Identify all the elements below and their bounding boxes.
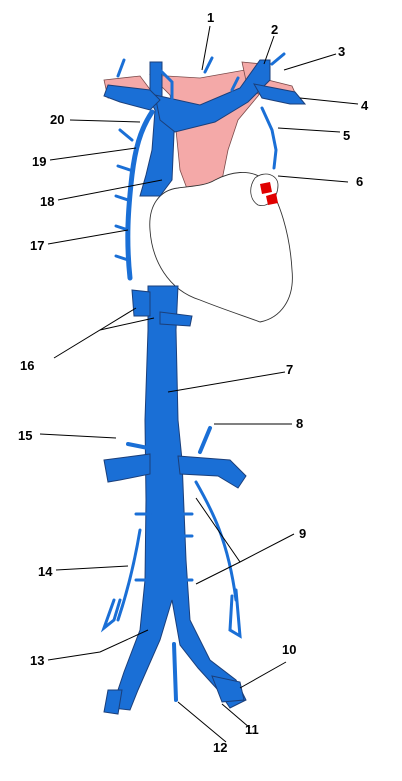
leader-lines: [39, 25, 359, 743]
label-1: 1: [207, 10, 214, 25]
label-18: 18: [40, 194, 54, 209]
label-4: 4: [361, 98, 369, 113]
label-6: 6: [356, 174, 363, 189]
label-16: 16: [20, 358, 34, 373]
label-14: 14: [38, 564, 53, 579]
pulmonary-veins-red: [260, 182, 278, 205]
azygos-and-tributaries: [100, 52, 286, 702]
venae-cavae: [103, 59, 307, 715]
label-8: 8: [296, 416, 303, 431]
number-labels: 1 2 3 4 5 6 7 8 9 10 11 12 13 14 15 16 1…: [18, 10, 369, 755]
label-19: 19: [32, 154, 46, 169]
label-10: 10: [282, 642, 296, 657]
heart: [149, 172, 293, 323]
label-17: 17: [30, 238, 44, 253]
label-13: 13: [30, 653, 44, 668]
label-3: 3: [338, 44, 345, 59]
label-9: 9: [299, 526, 306, 541]
label-11: 11: [245, 722, 259, 737]
label-12: 12: [213, 740, 227, 755]
label-5: 5: [343, 128, 350, 143]
label-7: 7: [286, 362, 293, 377]
label-15: 15: [18, 428, 32, 443]
label-2: 2: [271, 22, 278, 37]
label-20: 20: [50, 112, 64, 127]
